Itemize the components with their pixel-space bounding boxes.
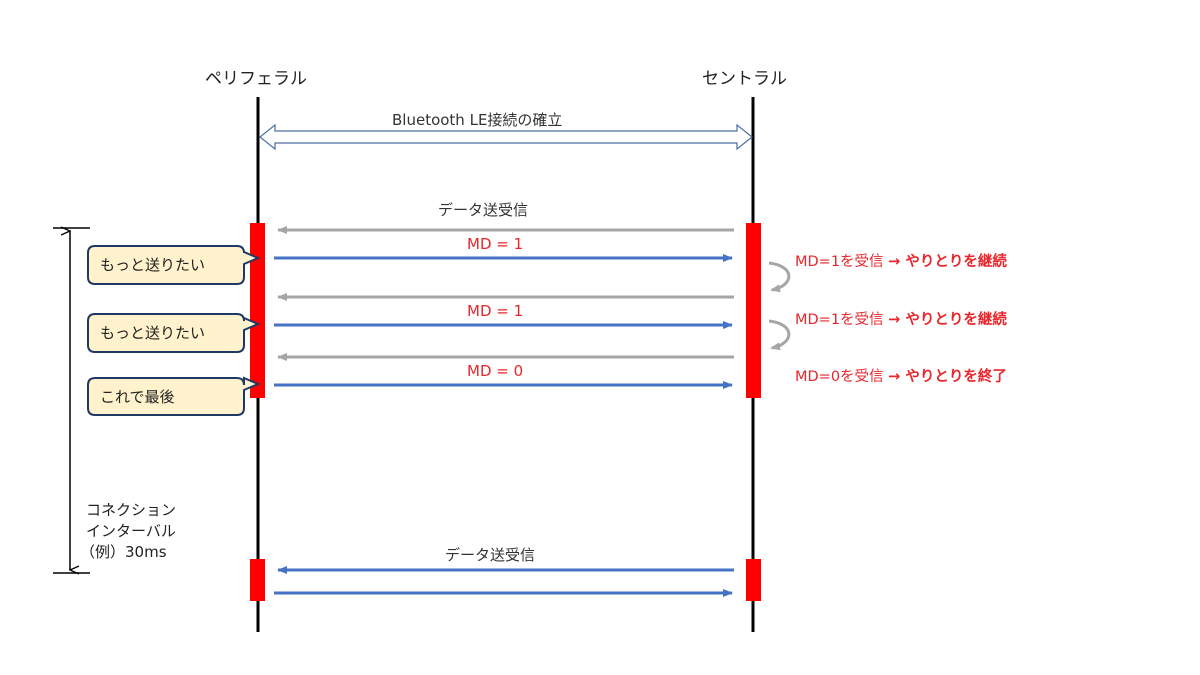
central-note-1: MD=1を受信 → やりとりを継続 xyxy=(795,250,1007,271)
md-label-2: MD = 1 xyxy=(467,302,524,320)
peripheral-title: ペリフェラル xyxy=(205,69,307,89)
central-note-1-prefix: MD=1を受信 xyxy=(795,254,884,270)
central-active-bar-2 xyxy=(746,559,761,601)
central-title: セントラル xyxy=(702,69,787,89)
central-note-1-result: → やりとりを継続 xyxy=(888,254,1007,270)
connection-interval-line2: インターバル xyxy=(86,522,176,540)
curved-arrow-icon xyxy=(768,261,791,293)
central-active-bar-1 xyxy=(746,223,761,398)
md-label-3: MD = 0 xyxy=(467,362,524,380)
bubble-shape-1 xyxy=(87,245,261,285)
central-note-3-result: → やりとりを終了 xyxy=(888,369,1007,385)
connection-label: Bluetooth LE接続の確立 xyxy=(392,111,563,129)
central-note-2-prefix: MD=1を受信 xyxy=(795,312,884,328)
central-note-2: MD=1を受信 → やりとりを継続 xyxy=(795,308,1007,329)
bubble-text-3: これで最後 xyxy=(100,388,175,406)
md-label-1: MD = 1 xyxy=(467,235,524,253)
central-note-2-result: → やりとりを継続 xyxy=(888,312,1007,328)
connection-interval-line3: （例）30ms xyxy=(80,543,167,561)
peripheral-active-bar-1 xyxy=(250,223,265,398)
exchange-label-2: データ送受信 xyxy=(445,546,536,564)
peripheral-active-bar-2 xyxy=(250,559,265,601)
central-note-3: MD=0を受信 → やりとりを終了 xyxy=(795,365,1007,386)
central-note-3-prefix: MD=0を受信 xyxy=(795,369,884,385)
connection-interval-line1: コネクション xyxy=(86,501,177,519)
bubble-text-2: もっと送りたい xyxy=(100,324,206,342)
bubble-shape-2 xyxy=(87,313,261,353)
exchange-label-1: データ送受信 xyxy=(438,201,529,219)
connection-double-arrow xyxy=(259,123,753,151)
curved-arrow-icon xyxy=(768,319,791,351)
bubble-text-1: もっと送りたい xyxy=(100,256,206,274)
bubble-shape-3 xyxy=(87,376,261,416)
